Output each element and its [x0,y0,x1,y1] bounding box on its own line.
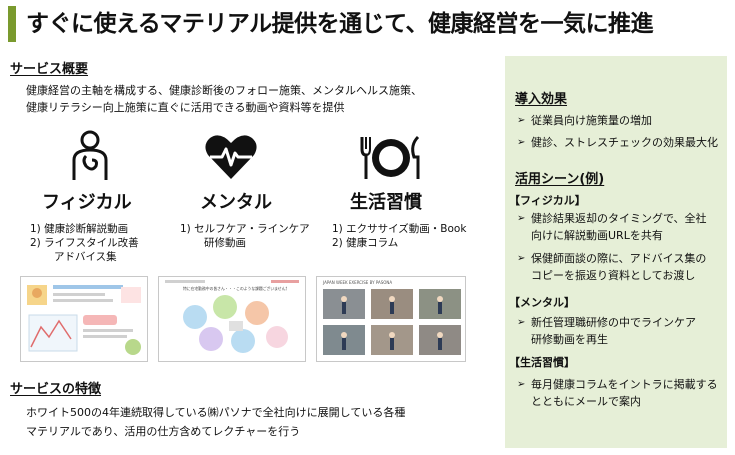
effect-item-2: 健診、ストレスチェックの効果最大化 [517,134,718,151]
physical-item-1: 1) 健康診断解説動画 [30,223,129,235]
category-label-physical: フィジカル [42,192,132,213]
overview-line-1: 健康経営の主軸を構成する、健康診断後のフォロー施策、メンタルヘルス施策、 [26,84,422,97]
lifestyle-item-1: 1) エクササイズ動画・Book [332,223,467,235]
thumbnail-physical [20,276,148,362]
plate-utensils-icon [360,135,420,179]
scene-mental-item-1-line-2: 研修動画を再生 [531,333,608,346]
thumbnail-mental: 特に在宅勤務中の皆さん・・・このような課題ございませんか？ [158,276,306,362]
mental-item-1: 1) セルフケア・ラインケア [180,223,310,235]
thumbnail-lifestyle: JAPAN WEEK EXERCISE BY PASONA [316,276,466,362]
effects-heading: 導入効果 [515,92,568,107]
thumbnail-mental-caption: 特に在宅勤務中の皆さん・・・このような課題ございませんか？ [183,286,287,291]
features-line-2: マテリアルであり、活用の仕方含めてレクチャーを行う [26,425,301,438]
category-list-physical: 1) 健康診断解説動画 2) ライフスタイル改善 アドバイス集 [30,222,139,264]
scene-mental-item-1: 新任管理職研修の中でラインケア 研修動画を再生 [517,314,696,348]
scene-habit-label: 【生活習慣】 [509,356,575,369]
scene-habit-item-1-line-1: 毎月健康コラムをイントラに掲載する [531,378,718,391]
scene-mental-label: 【メンタル】 [509,296,575,309]
thumbnail-lifestyle-graphic [323,289,461,355]
thumbnail-mental-graphic [165,280,299,353]
effect-item-1: 従業員向け施策量の増加 [517,112,652,129]
category-label-lifestyle: 生活習慣 [350,192,422,213]
person-stomach-icon [72,130,108,180]
page-title: すぐに使えるマテリアル提供を通じて、健康経営を一気に推進 [26,11,654,37]
category-list-mental: 1) セルフケア・ラインケア 研修動画 [180,222,310,250]
overview-heading: サービス概要 [10,62,89,77]
physical-item-2: 2) ライフスタイル改善 [30,237,139,249]
physical-item-2-cont: アドバイス集 [54,251,117,263]
scene-habit-item-1: 毎月健康コラムをイントラに掲載する とともにメールで案内 [517,376,718,410]
scene-mental-item-1-line-1: 新任管理職研修の中でラインケア [531,316,696,329]
thumbnail-physical-graphic [27,285,141,355]
features-heading: サービスの特徴 [10,382,102,397]
title-accent-bar [8,6,16,42]
scene-physical-item-2-line-2: コピーを振返り資料としてお渡し [531,269,696,282]
scene-physical-item-1-line-1: 健診結果返却のタイミングで、全社 [531,212,707,225]
thumbnail-lifestyle-caption: JAPAN WEEK EXERCISE BY PASONA [323,280,393,285]
scene-physical-item-2: 保健師面談の際に、アドバイス集の コピーを振返り資料としてお渡し [517,250,706,284]
scene-physical-item-1-line-2: 向けに解説動画URLを共有 [531,229,663,242]
scene-physical-item-1: 健診結果返却のタイミングで、全社 向けに解説動画URLを共有 [517,210,707,244]
heart-pulse-icon [205,135,257,179]
category-label-mental: メンタル [200,192,272,213]
category-list-lifestyle: 1) エクササイズ動画・Book 2) 健康コラム [332,222,466,250]
effects-panel: 導入効果 従業員向け施策量の増加 健診、ストレスチェックの効果最大化 活用シーン… [505,56,727,448]
overview-line-2: 健康リテラシー向上施策に直ぐに活用できる動画や資料等を提供 [26,101,345,114]
features-line-1: ホワイト500の4年連続取得している㈱パソナで全社向けに展開している各種 [26,406,406,419]
mental-item-1-cont: 研修動画 [204,237,246,249]
scene-physical-item-2-line-1: 保健師面談の際に、アドバイス集の [531,252,707,265]
lifestyle-item-2: 2) 健康コラム [332,237,399,249]
scene-physical-label: 【フィジカル】 [509,194,586,207]
scene-habit-item-1-line-2: とともにメールで案内 [531,395,641,408]
scenes-heading: 活用シーン(例) [515,172,605,187]
